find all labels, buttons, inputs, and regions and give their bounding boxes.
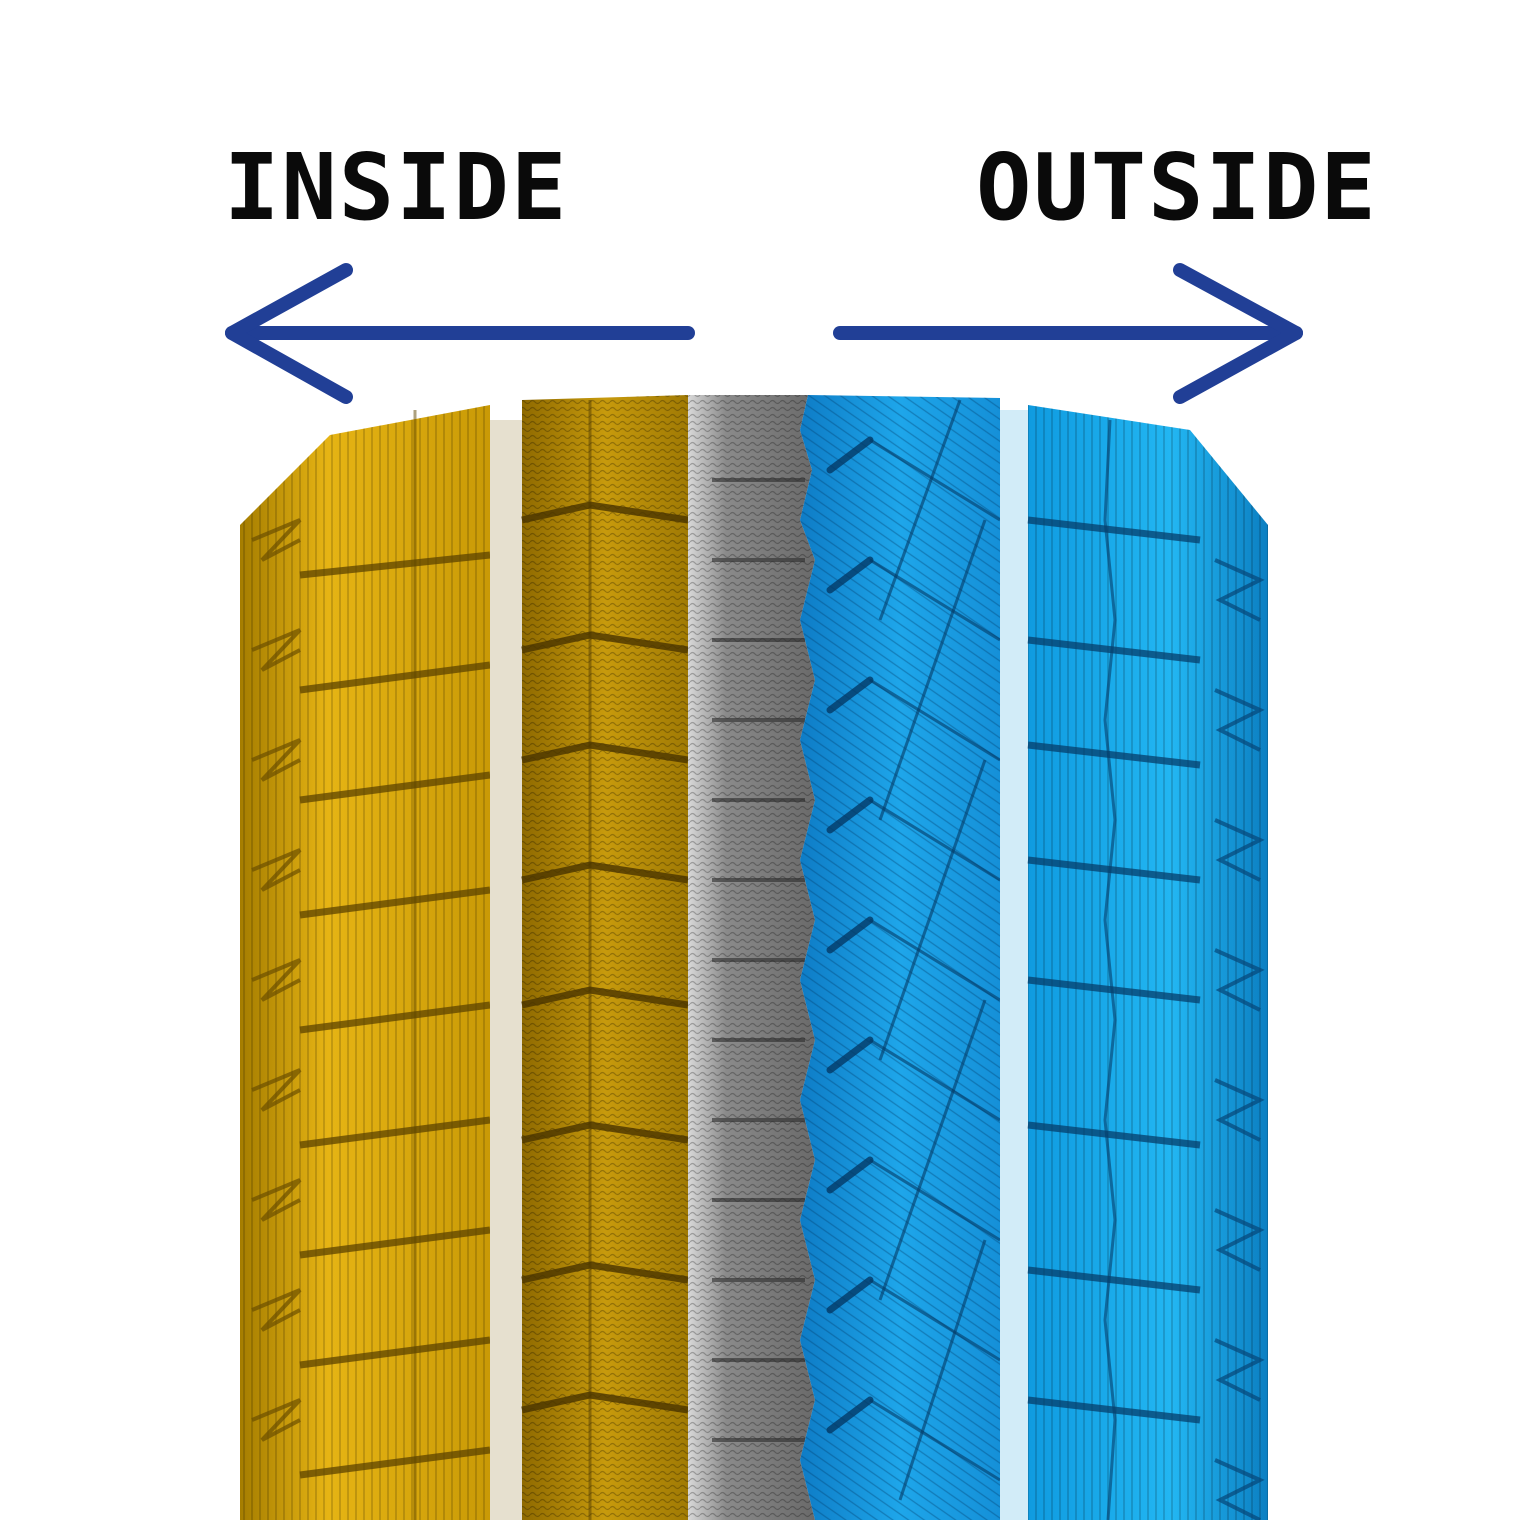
inside-intermediate-rib xyxy=(521,395,689,1520)
inside-label: INSIDE xyxy=(224,134,569,241)
center-rib xyxy=(688,395,815,1520)
arrow-left-icon xyxy=(225,263,695,404)
arrow-right-icon xyxy=(833,263,1303,404)
outside-label: OUTSIDE xyxy=(976,134,1378,241)
outside-shoulder-rib xyxy=(1027,405,1268,1520)
inside-shoulder-rib xyxy=(240,405,491,1520)
outside-intermediate-rib xyxy=(800,395,1001,1520)
